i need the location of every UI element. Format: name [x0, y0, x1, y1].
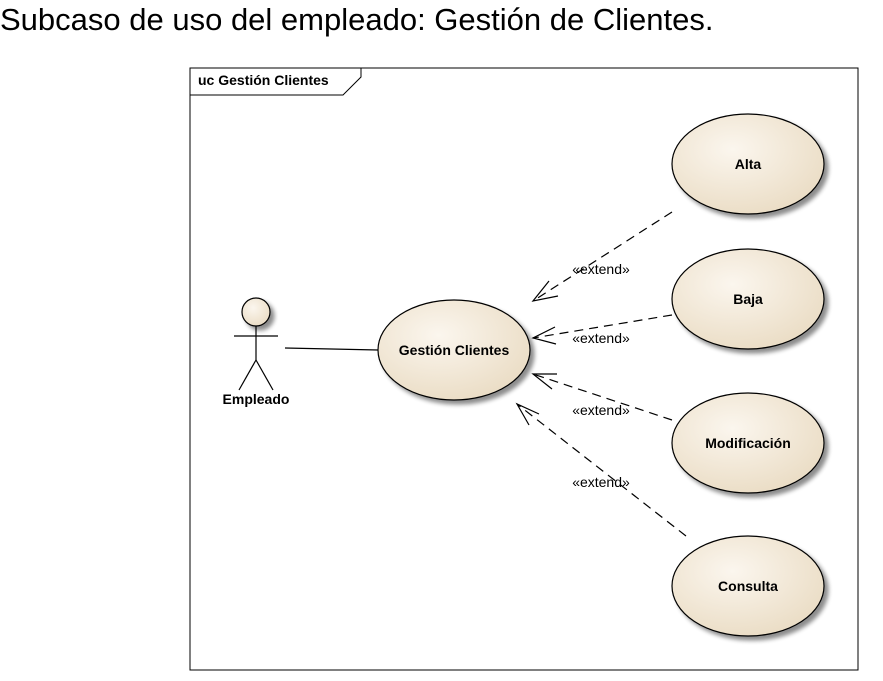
extend-alta	[531, 211, 673, 302]
usecase-label-consulta: Consulta	[718, 578, 778, 594]
usecase-alta[interactable]: Alta	[671, 113, 825, 215]
extend-modificacion	[531, 373, 673, 421]
usecase-baja[interactable]: Baja	[671, 248, 825, 350]
actor-empleado[interactable]: Empleado	[223, 297, 290, 407]
usecase-label-baja: Baja	[733, 291, 763, 307]
usecase-label-modificacion: Modificación	[705, 435, 791, 451]
actor-label: Empleado	[223, 391, 290, 407]
extend-baja	[531, 314, 673, 345]
extend-consulta	[515, 402, 687, 537]
extend-label-modificacion: «extend»	[572, 402, 630, 418]
frame-label: uc Gestión Clientes	[198, 72, 329, 88]
usecase-gestion-clientes[interactable]: Gestión Clientes	[377, 299, 531, 401]
diagram-frame: uc Gestión Clientes	[189, 67, 859, 671]
usecase-modificacion[interactable]: Modificación	[671, 392, 825, 494]
actor-head	[241, 297, 271, 327]
extend-label-consulta: «extend»	[572, 474, 630, 490]
page-title: Subcaso de uso del empleado: Gestión de …	[0, 2, 714, 37]
usecase-consulta[interactable]: Consulta	[671, 535, 825, 637]
extend-label-baja: «extend»	[572, 330, 630, 346]
usecase-label-main: Gestión Clientes	[399, 342, 510, 358]
association-line	[284, 347, 379, 351]
extend-label-alta: «extend»	[572, 261, 630, 277]
usecase-label-alta: Alta	[735, 156, 762, 172]
